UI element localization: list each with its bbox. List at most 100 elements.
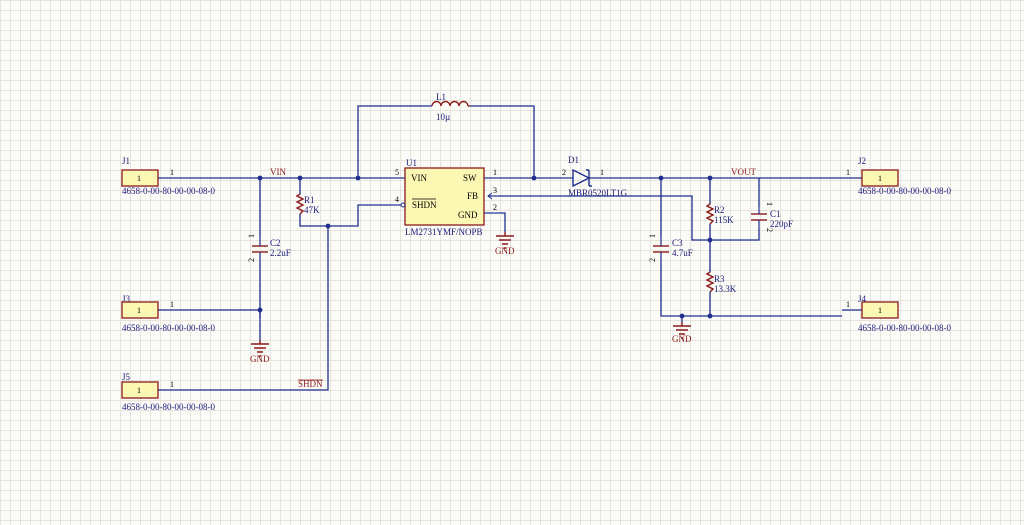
j4-pin-label: 1: [878, 306, 882, 315]
j5-ref: J5: [122, 372, 131, 382]
c1-value: 220pF: [770, 219, 793, 229]
ground-symbol-c3: GND: [672, 322, 692, 344]
gnd-label-u1: GND: [495, 246, 515, 256]
d1-triangle: [572, 168, 591, 188]
j2-body: [861, 169, 899, 187]
junction: [707, 313, 713, 319]
gnd-label-c3: GND: [672, 334, 692, 344]
resistor-r3[interactable]: R3 13.3K: [705, 271, 737, 294]
j4-ref: J4: [858, 294, 867, 304]
u1-pin-number-gnd: 2: [493, 203, 497, 212]
wire-c3: [660, 178, 710, 317]
j3-pin-number: 1: [170, 300, 174, 309]
j5-pin-label: 1: [137, 386, 141, 395]
u1-shdn-bubble: [400, 202, 406, 208]
c3-value: 4.7uF: [672, 248, 693, 258]
j2-part: 4658-0-00-80-00-00-08-0: [858, 186, 951, 196]
connector-j4[interactable]: J4 1 1 4658-0-00-80-00-00-08-0: [842, 294, 951, 333]
d1-pin-number-cathode: 1: [600, 168, 604, 177]
junction: [707, 237, 713, 243]
u1-ref: U1: [406, 158, 417, 168]
c3-pin2: 2: [648, 258, 657, 262]
l1-ref: L1: [436, 92, 446, 102]
u1-label-shdn: SHDN: [412, 200, 437, 210]
u1-label-vin: VIN: [411, 173, 427, 183]
j3-ref: J3: [122, 294, 131, 304]
junction: [679, 313, 685, 319]
capacitor-c3[interactable]: C3 4.7uF 1 2: [648, 234, 693, 262]
inductor-l1[interactable]: L1 10µ: [431, 92, 470, 122]
junction: [257, 307, 263, 313]
d1-part: MBR0520LT1G: [568, 188, 628, 198]
j2-ref: J2: [858, 156, 866, 166]
j5-pin-number: 1: [170, 380, 174, 389]
j1-pin-number: 1: [170, 168, 174, 177]
junction: [531, 175, 537, 181]
j4-pin-number: 1: [846, 300, 850, 309]
j4-part: 4658-0-00-80-00-00-08-0: [858, 323, 951, 333]
connector-j1[interactable]: J1 1 1 4658-0-00-80-00-00-08-0: [121, 156, 215, 196]
u1-pin-number-fb: 3: [493, 186, 497, 195]
ground-icon: [673, 322, 691, 339]
j1-part: 4658-0-00-80-00-00-08-0: [122, 186, 215, 196]
j4-body: [861, 301, 899, 319]
connector-j2[interactable]: J2 1 1 4658-0-00-80-00-00-08-0: [842, 156, 951, 196]
d1-ref: D1: [568, 155, 579, 165]
junction: [325, 223, 331, 229]
c1-pin1: 1: [765, 202, 774, 206]
c1-ref: C1: [770, 209, 781, 219]
r2-value: 115K: [714, 215, 734, 225]
connector-j5[interactable]: J5 1 1 4658-0-00-80-00-00-08-0: [121, 372, 215, 412]
l1-value: 10µ: [436, 112, 450, 122]
r1-value: 47K: [304, 205, 320, 215]
r2-ref: R2: [714, 205, 725, 215]
c2-pin2: 2: [247, 258, 256, 262]
net-label-shdn: SHDN: [298, 379, 323, 389]
r3-ref: R3: [714, 274, 725, 284]
ground-symbol-u1: GND: [495, 232, 515, 256]
ic-u1[interactable]: U1 VIN SHDN SW FB GND 5 4 1 3 2 LM2731YM…: [390, 158, 500, 237]
u1-label-sw: SW: [463, 173, 477, 183]
r2-zigzag: [705, 203, 715, 225]
r1-zigzag: [295, 193, 305, 215]
resistor-r2[interactable]: R2 115K: [705, 203, 734, 225]
u1-fb-arrow: [487, 192, 493, 200]
d1-pin-number-anode: 2: [562, 168, 566, 177]
u1-pin-number-shdn: 4: [395, 195, 399, 204]
capacitor-c1[interactable]: C1 220pF 1 2: [751, 202, 793, 232]
u1-pin-number-vin: 5: [395, 168, 399, 177]
wires: [178, 105, 842, 391]
wire-l1-right: [470, 105, 535, 178]
r1-ref: R1: [304, 195, 315, 205]
junction: [297, 175, 303, 181]
j1-pin-label: 1: [137, 174, 141, 183]
resistor-r1[interactable]: R1 47K: [295, 193, 320, 215]
ground-icon: [496, 232, 514, 249]
j5-part: 4658-0-00-80-00-00-08-0: [122, 402, 215, 412]
c3-ref: C3: [672, 238, 683, 248]
wire-gnd-u1: [500, 212, 506, 232]
wire-r1-bottom: [299, 204, 390, 227]
junction: [707, 175, 713, 181]
c3-pin1: 1: [648, 234, 657, 238]
c1-pin2: 2: [765, 228, 774, 232]
capacitor-c2[interactable]: C2 2.2uF 1 2: [247, 234, 291, 262]
wire-l1-left: [357, 105, 432, 178]
junction: [257, 175, 263, 181]
u1-part: LM2731YMF/NOPB: [405, 227, 483, 237]
diode-d1[interactable]: D1 2 1 MBR0520LT1G: [562, 155, 628, 198]
r3-value: 13.3K: [714, 284, 737, 294]
junction: [355, 175, 361, 181]
r3-zigzag: [705, 271, 715, 293]
u1-pin-number-sw: 1: [493, 168, 497, 177]
u1-label-gnd: GND: [458, 210, 478, 220]
net-label-vout: VOUT: [731, 167, 756, 177]
j2-pin-label: 1: [878, 174, 882, 183]
c2-value: 2.2uF: [270, 248, 291, 258]
c2-pin1: 1: [247, 234, 256, 238]
connector-j3[interactable]: J3 1 1 4658-0-00-80-00-00-08-0: [121, 294, 215, 333]
junction: [658, 175, 664, 181]
j3-pin-label: 1: [137, 306, 141, 315]
ground-icon: [251, 340, 269, 357]
